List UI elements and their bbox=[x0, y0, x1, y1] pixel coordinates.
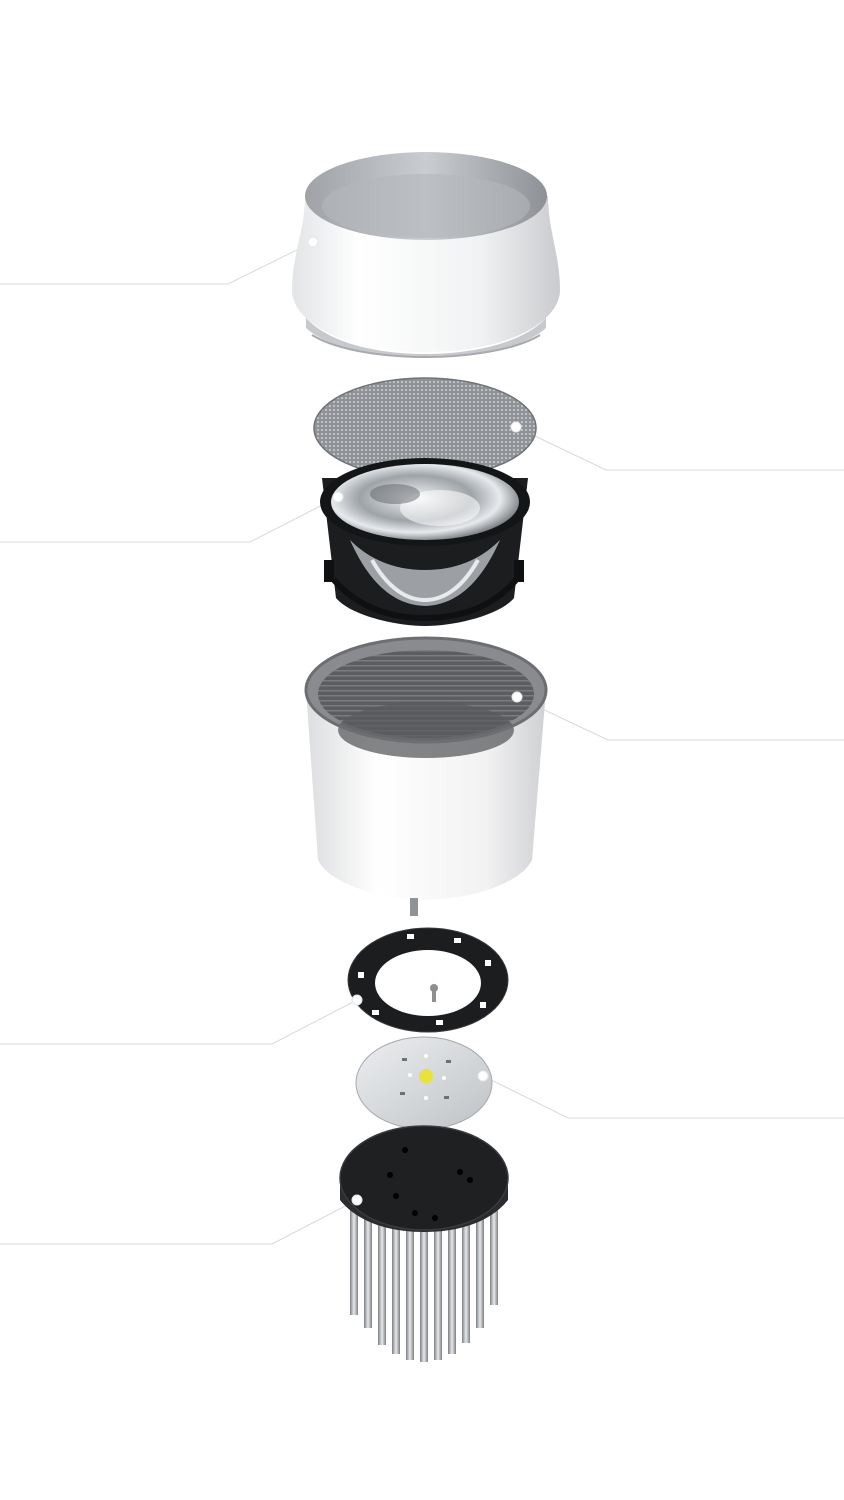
callout-line-board bbox=[482, 1075, 844, 1119]
callout-dot-mesh bbox=[510, 421, 522, 433]
callout-line-heatsink bbox=[0, 1199, 358, 1245]
callout-line-housing bbox=[516, 696, 844, 741]
callout-line-mesh bbox=[515, 426, 844, 471]
callout-line-reflector bbox=[0, 496, 339, 543]
callout-dot-board bbox=[477, 1070, 489, 1082]
callout-dot-holder bbox=[351, 994, 363, 1006]
callout-lines bbox=[0, 241, 844, 1245]
reflector-lens-assembly bbox=[320, 458, 530, 626]
callout-dots bbox=[307, 236, 523, 1206]
housing-cup bbox=[304, 636, 548, 916]
led-holder-ring bbox=[347, 927, 509, 1033]
outer-trim-ring bbox=[292, 152, 560, 359]
callout-dot-housing bbox=[511, 691, 523, 703]
callout-dot-reflector bbox=[332, 491, 344, 503]
pin-heatsink bbox=[339, 1125, 509, 1362]
callout-dot-trim bbox=[307, 236, 319, 248]
callout-line-holder bbox=[0, 999, 358, 1045]
callout-line-trim bbox=[0, 241, 314, 285]
led-board bbox=[355, 1036, 493, 1130]
callout-dot-heatsink bbox=[351, 1194, 363, 1206]
